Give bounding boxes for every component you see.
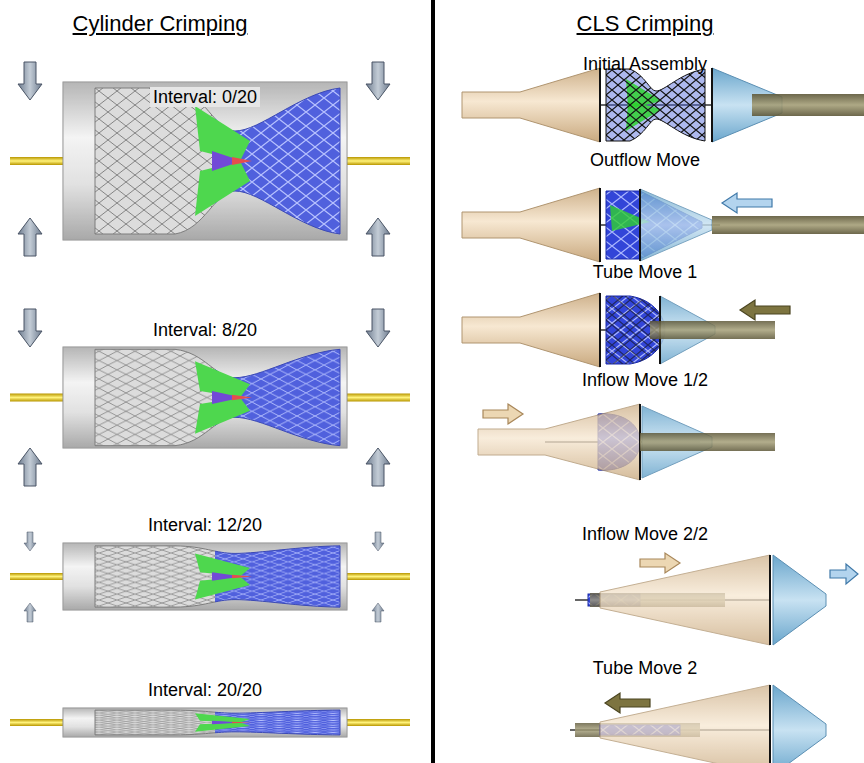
step-label: Outflow Move	[587, 150, 703, 171]
section-heading: CLS Crimping	[574, 11, 717, 36]
step-label: Inflow Move 2/2	[579, 524, 711, 545]
step-label: Interval: 8/20	[150, 320, 260, 341]
step-label: Inflow Move 1/2	[579, 370, 711, 391]
step-label: Interval: 20/20	[145, 680, 265, 701]
step-label: Interval: 12/20	[145, 515, 265, 536]
step-label: Interval: 0/20	[150, 87, 260, 108]
step-label: Tube Move 2	[590, 658, 700, 679]
step-label: Initial Assembly	[580, 54, 710, 75]
step-label: Tube Move 1	[590, 262, 700, 283]
section-heading: Cylinder Crimping	[70, 11, 251, 36]
